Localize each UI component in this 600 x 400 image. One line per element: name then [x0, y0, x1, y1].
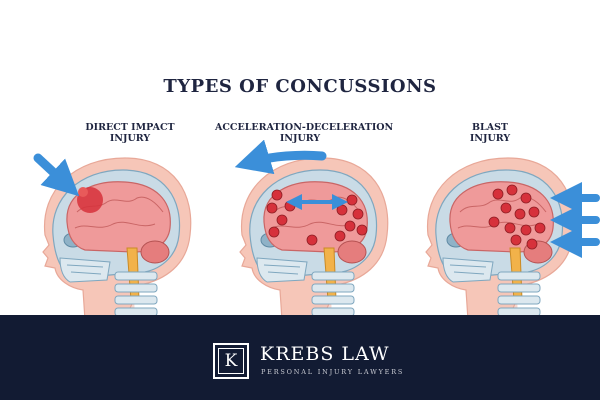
- krebs-law-logo: K: [213, 343, 249, 379]
- acceleration-deceleration-head: [239, 157, 389, 320]
- injury-dots: [266, 189, 368, 246]
- logo-letter: K: [218, 348, 244, 374]
- direct-impact-head: [42, 157, 192, 320]
- brand-name: KREBS LAW: [260, 343, 390, 365]
- page-title: TYPES OF CONCUSSIONS: [163, 76, 437, 97]
- injury-dots: [488, 184, 546, 250]
- impact-arrow-icon: [33, 153, 80, 197]
- blast-arrows-icon: [550, 182, 600, 258]
- concussion-illustrations: [33, 140, 600, 320]
- blast-head: [425, 157, 575, 320]
- footer-banner: [0, 315, 600, 400]
- motion-arrow-icon: [234, 140, 327, 175]
- brand-tagline: PERSONAL INJURY LAWYERS: [261, 368, 405, 376]
